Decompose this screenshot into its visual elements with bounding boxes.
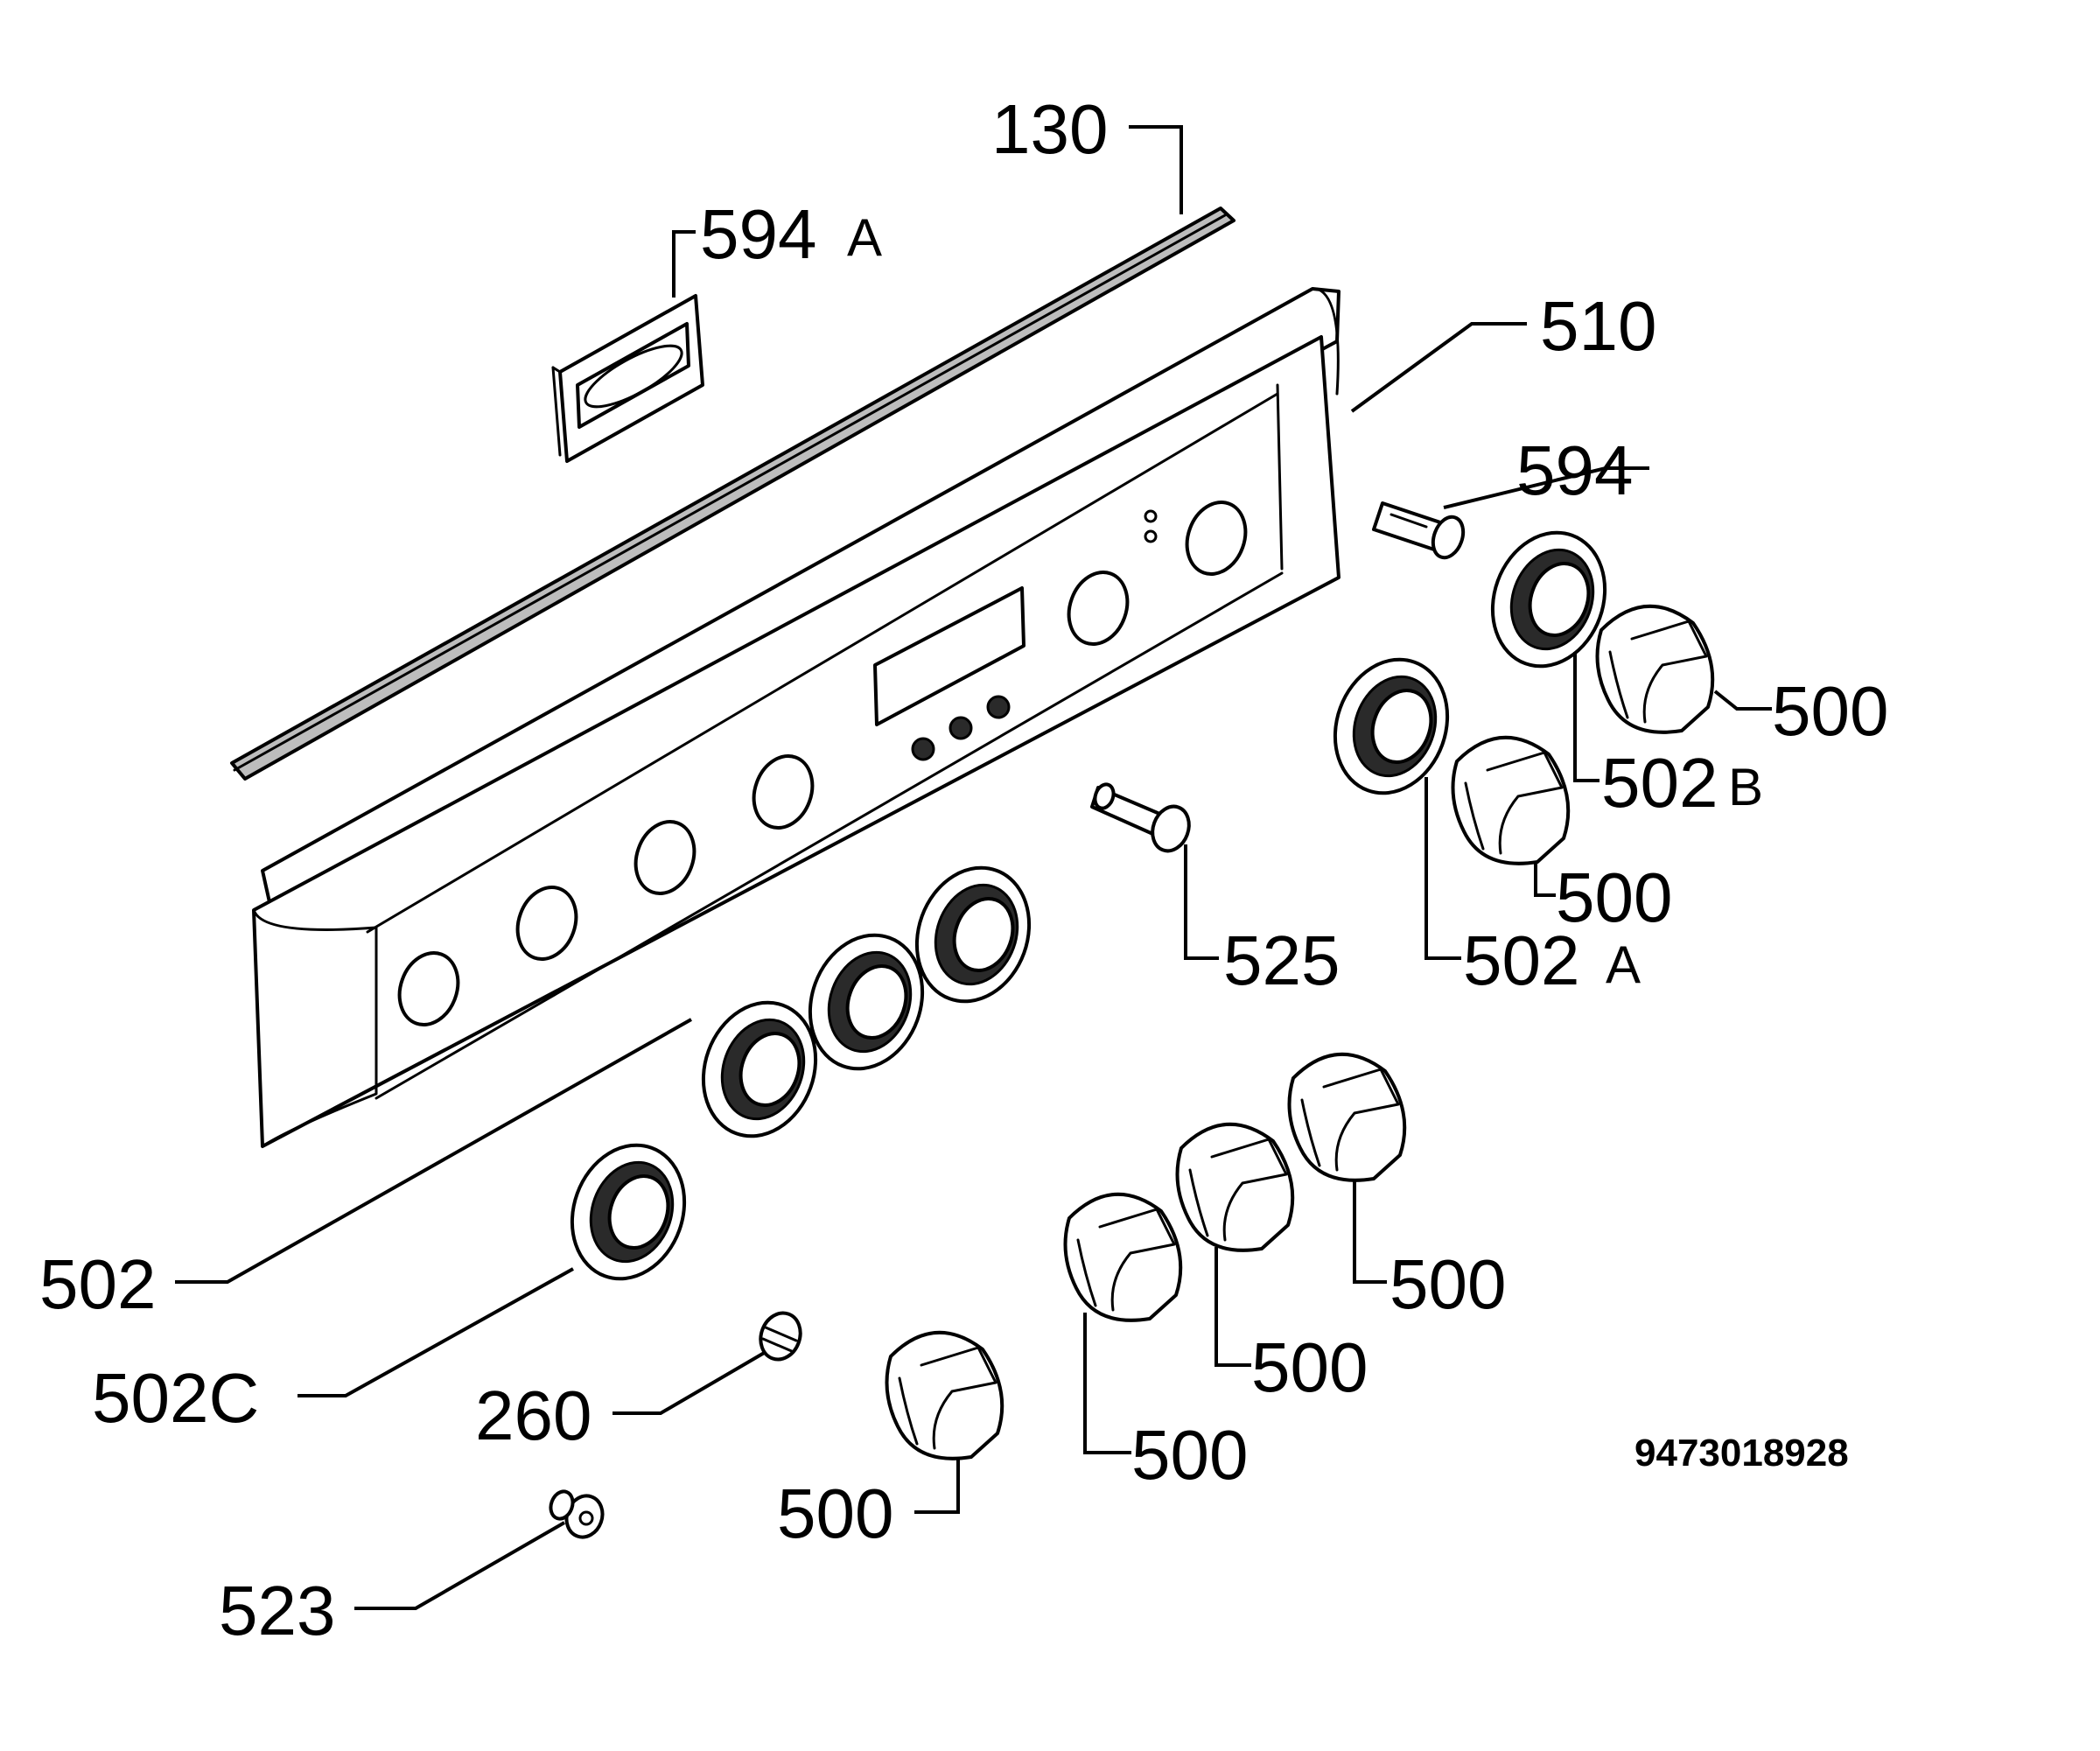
bezel-502b[interactable] [1474,516,1623,682]
screw-523[interactable] [547,1488,608,1543]
label-130: 130 [991,90,1108,168]
label-502c: 502C [92,1359,259,1437]
spindle-594[interactable] [1372,501,1468,562]
label-260: 260 [475,1376,592,1454]
part-labels: 130 594 A 510 594 500 502 B 500 525 502 … [39,90,1888,1649]
label-500-b: 500 [1556,858,1672,936]
label-502: 502 [39,1245,156,1323]
bezel-502-1[interactable] [685,986,834,1152]
knob-500-d[interactable] [1175,1122,1295,1252]
label-523: 523 [219,1572,335,1649]
label-525: 525 [1223,921,1340,999]
label-500-e: 500 [1131,1416,1248,1494]
bezel-502-2[interactable] [792,919,941,1084]
knob-500-f[interactable] [885,1330,1004,1460]
knob-500-b[interactable] [1451,735,1571,865]
bracket-594a[interactable] [551,294,704,463]
label-502b-suffix: B [1728,758,1763,816]
bezel-502a[interactable] [1317,643,1466,809]
knob-500-e[interactable] [1063,1192,1183,1322]
label-594a: 594 [700,195,816,273]
seal-strip-130[interactable] [230,207,1236,781]
label-510: 510 [1540,287,1656,365]
label-594: 594 [1516,431,1633,509]
knob-500-a[interactable] [1595,604,1715,734]
leader-lines [175,125,1772,1610]
bezel-502c[interactable] [554,1129,703,1294]
label-500-a: 500 [1772,672,1888,750]
label-502a: 502 [1463,921,1579,999]
document-number: 9473018928 [1634,1432,1849,1474]
label-594a-suffix: A [847,208,882,267]
spring-260[interactable] [754,1307,807,1365]
label-500-d: 500 [1251,1328,1368,1406]
spindle-525[interactable] [1090,781,1195,856]
label-500-c: 500 [1390,1245,1506,1323]
label-502b: 502 [1601,744,1718,822]
knob-500-c[interactable] [1287,1052,1407,1182]
label-502a-suffix: A [1606,935,1641,994]
bezel-row-502[interactable] [685,851,1047,1152]
bezel-502-3[interactable] [899,851,1047,1017]
control-panel-510[interactable] [252,287,1340,1148]
label-500-f: 500 [777,1474,893,1552]
